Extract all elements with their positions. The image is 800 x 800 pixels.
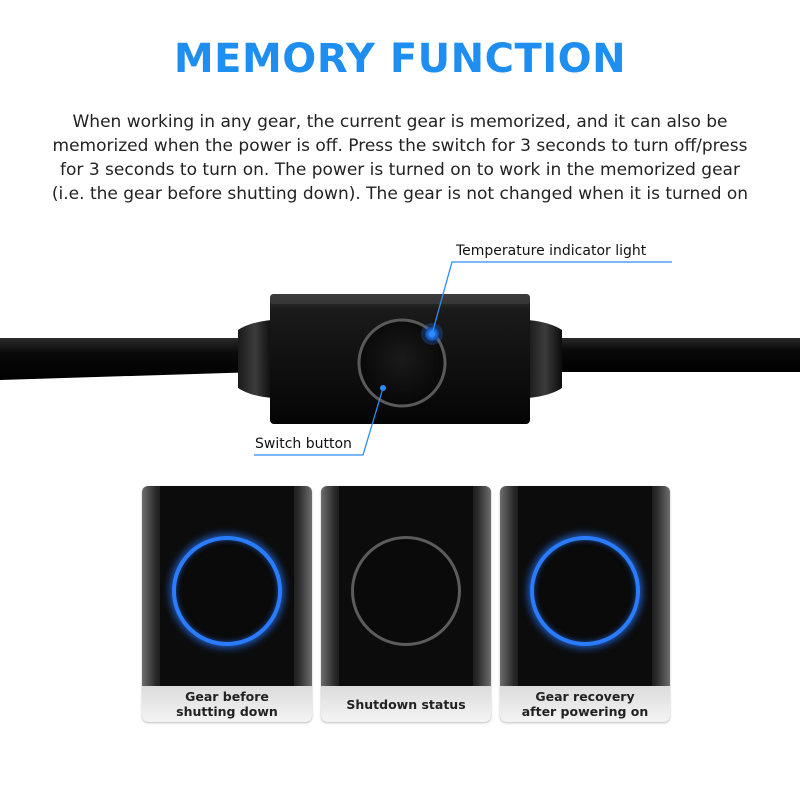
- description-line: (i.e. the gear before shutting down). Th…: [51, 184, 749, 204]
- callout-line-temperature: [431, 261, 672, 335]
- collar-left: [238, 320, 272, 398]
- switch-button: [357, 318, 447, 408]
- card-label-line: after powering on: [521, 704, 649, 719]
- cable-right: [540, 338, 800, 372]
- temperature-indicator-label: Temperature indicator light: [456, 243, 647, 259]
- card-label-line: shutting down: [176, 704, 278, 719]
- collar-right: [528, 320, 562, 398]
- ring-indicator-on: [172, 536, 282, 646]
- description-line: When working in any gear, the current ge…: [72, 112, 728, 132]
- card-gear-before-shutdown: Gear before shutting down: [142, 486, 312, 722]
- ring-indicator-on: [530, 536, 640, 646]
- card-label-line: Gear before: [185, 689, 269, 704]
- card-label: Gear recovery after powering on: [500, 686, 670, 722]
- description: When working in any gear, the current ge…: [30, 110, 770, 206]
- card-label-line: Shutdown status: [346, 696, 466, 712]
- description-line: memorized when the power is off. Press t…: [52, 136, 748, 156]
- page-title: MEMORY FUNCTION: [173, 36, 627, 82]
- description-line: for 3 seconds to turn on. The power is t…: [60, 160, 740, 180]
- card-gear-recovery: Gear recovery after powering on: [500, 486, 670, 722]
- callout-line-switch: [254, 387, 384, 456]
- card-label-line: Gear recovery: [535, 689, 635, 704]
- card-label: Shutdown status: [321, 686, 491, 722]
- switch-button-label: Switch button: [255, 436, 352, 452]
- card-label: Gear before shutting down: [142, 686, 312, 722]
- card-shutdown-status: Shutdown status: [321, 486, 491, 722]
- cable-left: [0, 338, 260, 380]
- ring-indicator-off: [351, 536, 461, 646]
